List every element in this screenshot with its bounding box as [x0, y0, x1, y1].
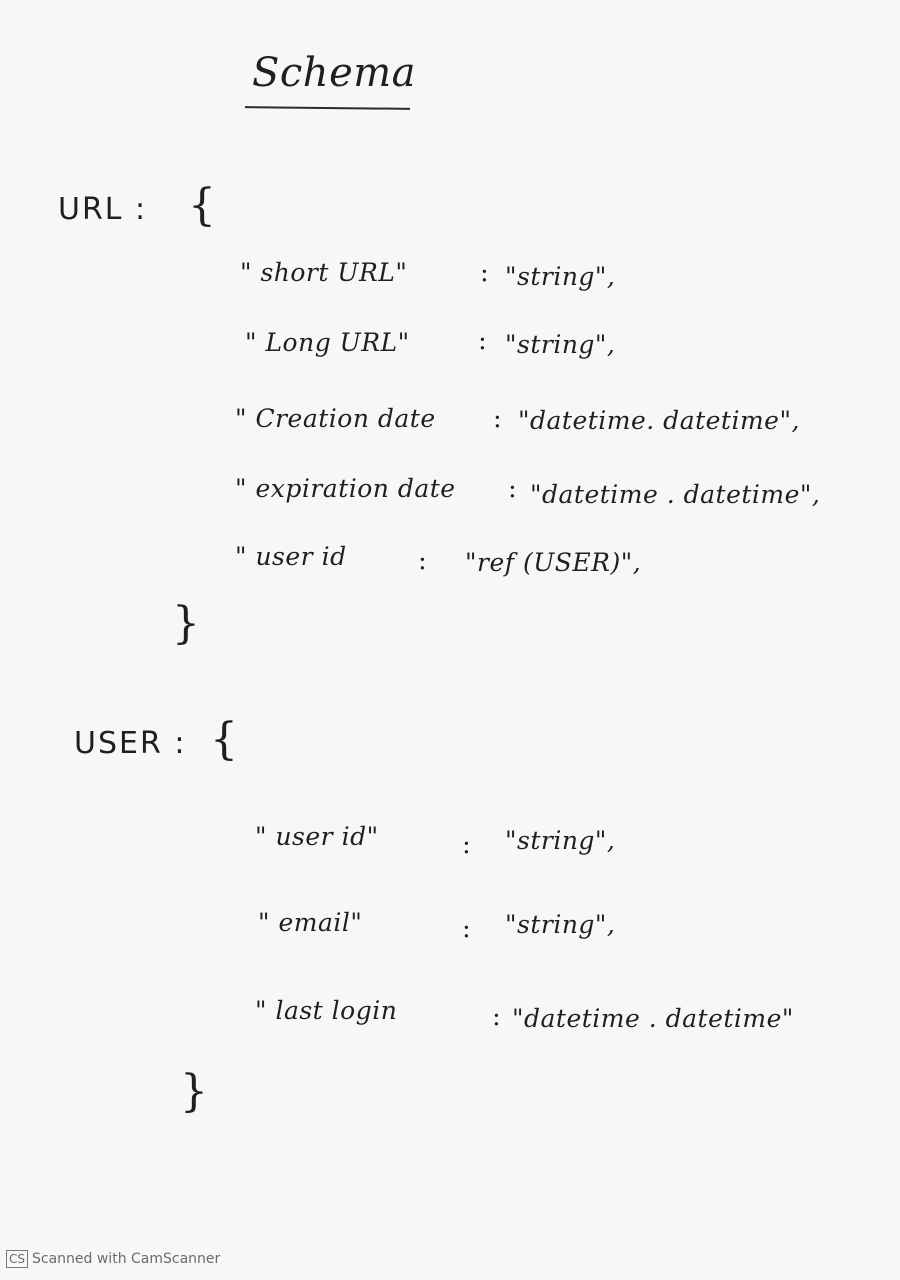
user-field-value: "datetime . datetime"	[512, 1004, 794, 1033]
user-field-key: " user id"	[255, 822, 379, 851]
page-title: Schema	[252, 50, 417, 96]
url-object-label: URL :	[58, 192, 148, 227]
user-field-value: "string",	[505, 910, 616, 939]
url-field-colon: :	[493, 404, 503, 434]
url-field-key: " user id	[235, 542, 347, 571]
url-field-value: "datetime . datetime",	[530, 480, 821, 509]
user-object-label: USER :	[74, 726, 187, 761]
url-field-value: "string",	[505, 330, 616, 359]
url-field-value: "string",	[505, 262, 616, 291]
url-close-brace: }	[172, 598, 201, 649]
user-field-colon: :	[462, 830, 472, 860]
camscanner-watermark: CS Scanned with CamScanner	[6, 1250, 220, 1268]
url-field-colon: :	[418, 546, 428, 576]
user-open-brace: {	[210, 714, 239, 765]
url-field-colon: :	[508, 474, 518, 504]
title-underline	[244, 106, 411, 110]
user-field-colon: :	[462, 914, 472, 944]
user-close-brace: }	[180, 1066, 209, 1117]
url-field-key: " expiration date	[235, 474, 456, 503]
url-field-key: " Creation date	[235, 404, 436, 433]
user-field-key: " last login	[255, 996, 398, 1025]
user-field-colon: :	[492, 1002, 502, 1032]
url-field-key: " short URL"	[240, 258, 408, 287]
url-field-colon: :	[480, 258, 490, 288]
url-field-key: " Long URL"	[245, 328, 410, 357]
url-field-colon: :	[478, 326, 488, 356]
url-open-brace: {	[188, 180, 217, 231]
camscanner-logo: CS	[6, 1250, 28, 1268]
user-field-key: " email"	[258, 908, 363, 937]
url-field-value: "datetime. datetime",	[518, 406, 800, 435]
camscanner-text: Scanned with CamScanner	[32, 1251, 221, 1267]
url-field-value: "ref (USER)",	[465, 548, 642, 577]
user-field-value: "string",	[505, 826, 616, 855]
